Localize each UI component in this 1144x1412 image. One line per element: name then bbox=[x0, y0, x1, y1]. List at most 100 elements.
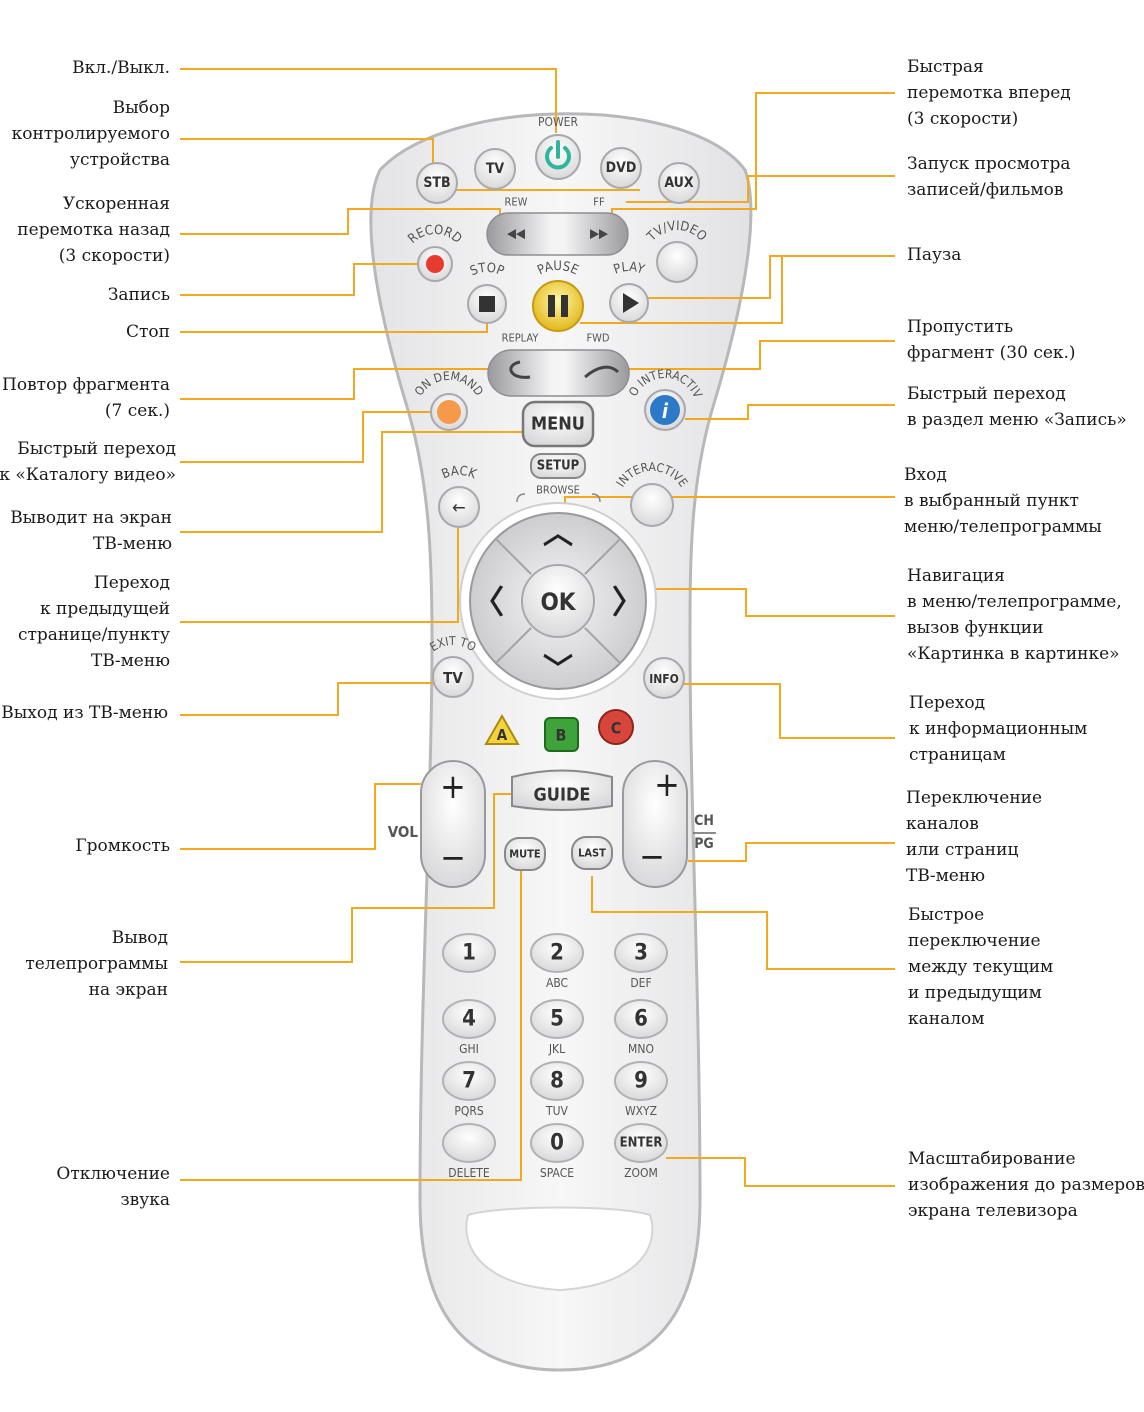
leader-line bbox=[180, 68, 557, 133]
ff-label: FF bbox=[593, 196, 605, 209]
keypad-key-2[interactable] bbox=[530, 933, 584, 973]
pause-button[interactable] bbox=[532, 280, 584, 332]
callout-label-ondemand: Быстрый переход к «Каталогу видео» bbox=[0, 439, 176, 485]
leader-line bbox=[180, 368, 500, 400]
callout-label-mute: Отключение звука bbox=[56, 1164, 170, 1210]
info-i-icon bbox=[650, 395, 680, 425]
ondemand-icon bbox=[437, 400, 461, 424]
device-button-aux[interactable] bbox=[658, 162, 700, 204]
keypad-key-6[interactable] bbox=[614, 999, 668, 1039]
callout-label-ff: Быстрая перемотка вперед (3 скорости) bbox=[907, 57, 1071, 129]
exit-to-tv-label: TV bbox=[443, 669, 463, 687]
setup-button[interactable] bbox=[530, 453, 586, 479]
last-button[interactable] bbox=[571, 836, 613, 870]
keypad-key-0[interactable] bbox=[530, 1123, 584, 1163]
exit-to-tv-button[interactable] bbox=[432, 656, 474, 698]
device-button-stb[interactable] bbox=[416, 162, 458, 204]
ff-icon: ▶▶ bbox=[590, 227, 608, 242]
callout-label-nav: Навигация в меню/телепрограмме, вызов фу… bbox=[907, 566, 1122, 664]
a-button-label: A bbox=[497, 726, 508, 744]
keypad-key-label: 1 bbox=[462, 941, 476, 966]
browse-label: BROWSE bbox=[536, 484, 580, 497]
exitto-label: EXIT TO bbox=[427, 634, 478, 654]
leader-line bbox=[666, 1157, 895, 1187]
rew-icon: ◀◀ bbox=[507, 227, 525, 242]
keypad-key-5[interactable] bbox=[530, 999, 584, 1039]
keypad-key-1[interactable] bbox=[442, 933, 496, 973]
callout-label-pause: Пауза bbox=[907, 245, 962, 265]
ch-rocker[interactable] bbox=[622, 760, 688, 888]
leader-line bbox=[640, 588, 895, 617]
keypad-key-enter[interactable] bbox=[614, 1123, 668, 1163]
leader-line bbox=[180, 682, 433, 716]
pause-icon bbox=[548, 295, 555, 317]
keypad-sub-label: ABC bbox=[546, 976, 568, 990]
back-button[interactable] bbox=[438, 486, 480, 528]
guide-button-label: GUIDE bbox=[534, 785, 591, 806]
keypad-key-label: 5 bbox=[550, 1007, 564, 1032]
keypad-sub-label: ZOOM bbox=[624, 1166, 658, 1180]
rew-ff-rocker[interactable] bbox=[486, 212, 629, 256]
leader-line bbox=[180, 870, 522, 1181]
keypad-sub-label: GHI bbox=[459, 1042, 479, 1056]
nav-left-icon: 〈 bbox=[472, 583, 504, 621]
keypad-key-label: 6 bbox=[634, 1007, 648, 1032]
info-button[interactable] bbox=[643, 657, 685, 699]
keypad-key-8[interactable] bbox=[530, 1061, 584, 1101]
interactive-button[interactable] bbox=[630, 483, 674, 527]
device-button-tv[interactable] bbox=[474, 148, 516, 190]
keypad-sub-label: PQRS bbox=[454, 1104, 484, 1118]
ok-button[interactable] bbox=[521, 564, 595, 638]
keypad-key-4[interactable] bbox=[442, 999, 496, 1039]
leader-line bbox=[180, 783, 421, 850]
fwd-label: FWD bbox=[586, 332, 609, 345]
keypad-sub-label: DELETE bbox=[448, 1166, 490, 1180]
mute-button[interactable] bbox=[504, 837, 546, 871]
c-button-label: C bbox=[611, 719, 622, 738]
vol-label: VOL bbox=[388, 823, 419, 841]
vol-rocker[interactable] bbox=[420, 760, 486, 888]
record-icon bbox=[426, 255, 444, 273]
leader-line bbox=[684, 683, 895, 739]
callout-label-ch: Переключение каналов или страниц ТВ-меню bbox=[906, 788, 1043, 886]
callout-label-guide: Вывод телепрограммы на экран bbox=[25, 928, 168, 1000]
callout-label-rew: Ускоренная перемотка назад (3 скорости) bbox=[17, 194, 170, 266]
callout-label-gointeractive: Быстрый переход в раздел меню «Запись» bbox=[907, 384, 1127, 430]
vol-minus-icon: − bbox=[440, 838, 466, 878]
a-button[interactable] bbox=[484, 713, 520, 745]
leader-line bbox=[180, 411, 431, 463]
keypad-key-3[interactable] bbox=[614, 933, 668, 973]
keypad-key-delete[interactable] bbox=[442, 1123, 496, 1163]
mute-button-label: MUTE bbox=[509, 848, 541, 861]
b-button[interactable] bbox=[544, 717, 579, 752]
leader-line bbox=[688, 842, 895, 862]
c-button[interactable] bbox=[598, 709, 634, 745]
callout-label-record: Запись bbox=[107, 285, 170, 305]
replay-fwd-rocker[interactable] bbox=[487, 349, 630, 397]
menu-button[interactable] bbox=[521, 400, 595, 448]
device-button-dvd-label: DVD bbox=[606, 160, 637, 176]
rew-label: REW bbox=[505, 196, 528, 209]
keypad-key-7[interactable] bbox=[442, 1061, 496, 1101]
device-button-tv-label: TV bbox=[486, 161, 505, 177]
leader-line bbox=[180, 138, 434, 163]
callout-label-device: Выбор контролируемого устройства bbox=[11, 98, 170, 170]
device-button-aux-label: AUX bbox=[664, 175, 694, 191]
tvvideo-button[interactable] bbox=[656, 241, 698, 283]
leader-lines bbox=[180, 68, 895, 1187]
callout-label-info: Переход к информационным страницам bbox=[909, 693, 1088, 765]
pg-label: PG bbox=[694, 836, 714, 852]
nav-up-icon: ︿ bbox=[543, 517, 573, 552]
keypad-key-9[interactable] bbox=[614, 1061, 668, 1101]
play-icon bbox=[623, 293, 639, 313]
nav-down-icon: ﹀ bbox=[543, 653, 573, 688]
guide-button[interactable] bbox=[511, 769, 613, 811]
info-button-label: INFO bbox=[649, 672, 679, 686]
device-button-dvd[interactable] bbox=[600, 147, 642, 189]
b-button-label: B bbox=[556, 726, 567, 745]
ch-plus-icon: + bbox=[654, 765, 680, 805]
keypad-sub-label: JKL bbox=[548, 1042, 565, 1056]
callout-label-last: Быстрое переключение между текущим и пре… bbox=[908, 905, 1054, 1029]
replay-icon bbox=[509, 360, 531, 379]
